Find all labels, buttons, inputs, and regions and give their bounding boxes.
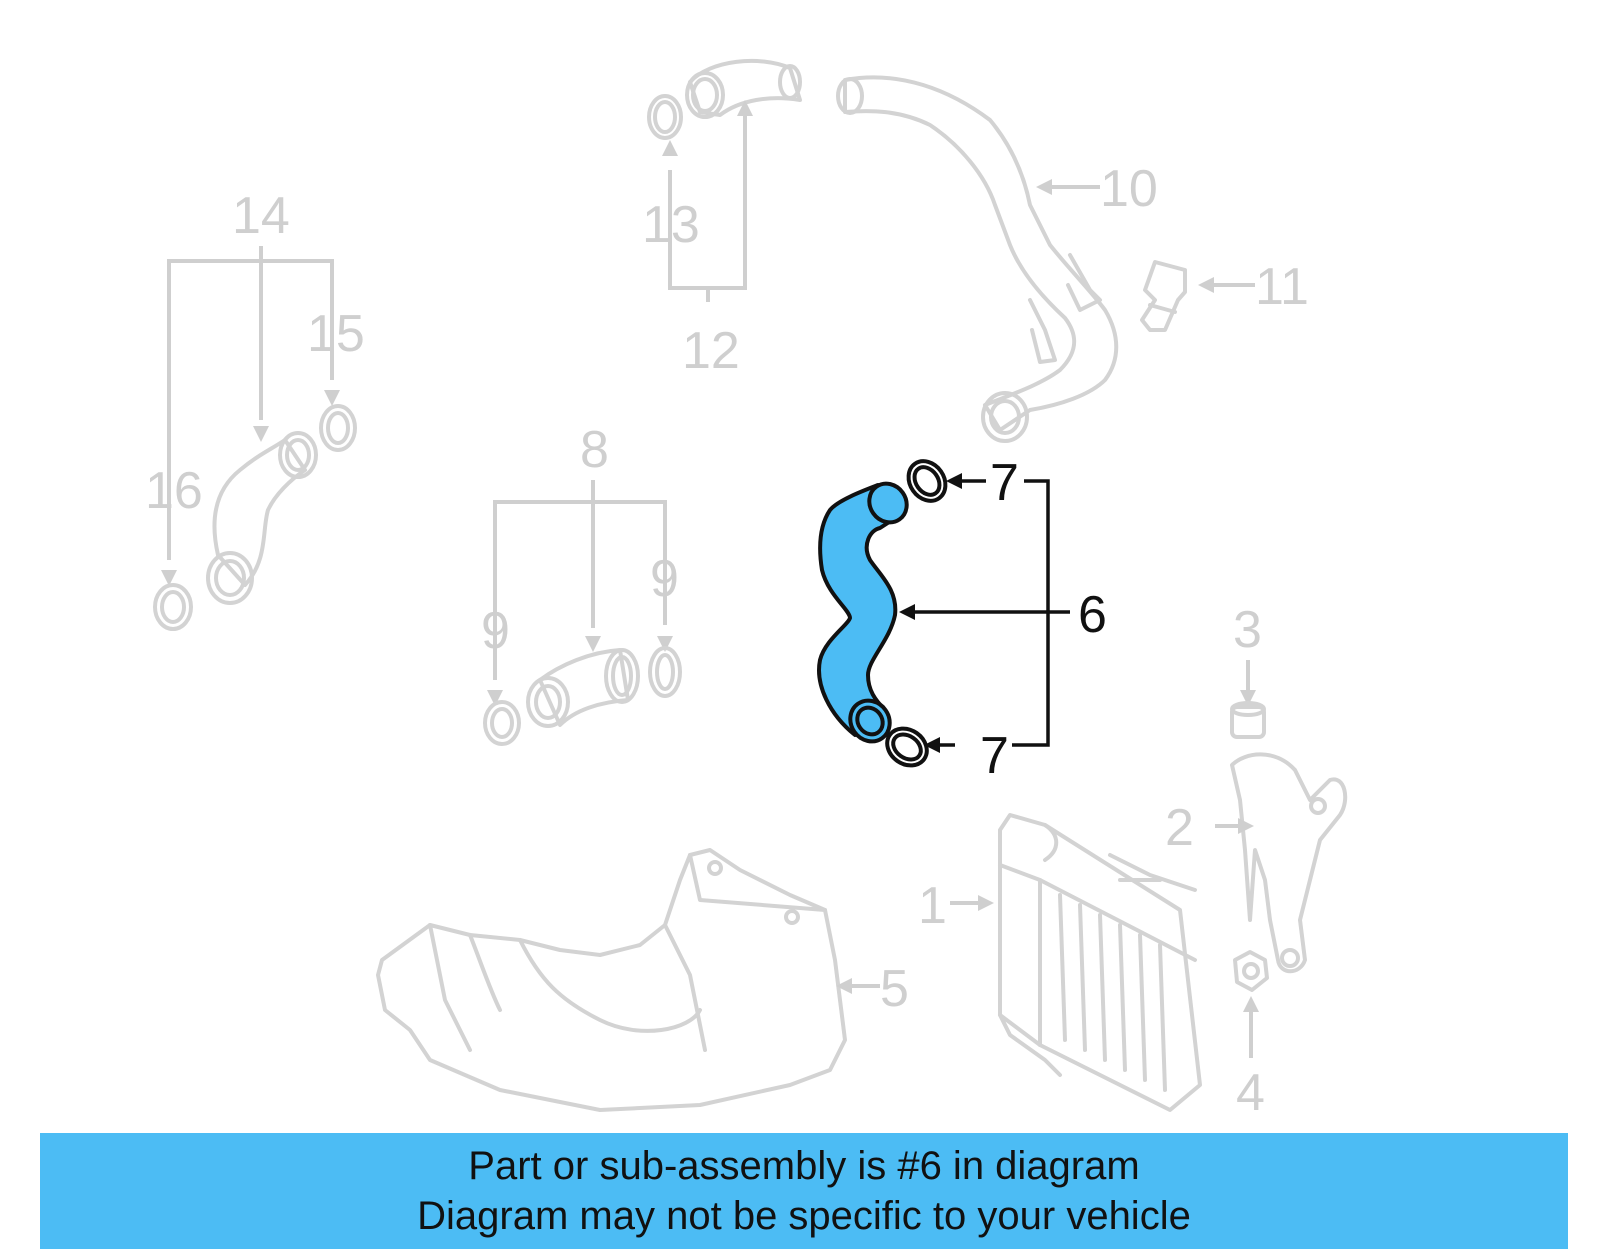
callout-5: 5 xyxy=(880,960,909,1018)
callout-9-left: 9 xyxy=(481,602,510,660)
part-11-sensor xyxy=(1140,260,1187,332)
part-14-hose xyxy=(153,404,357,631)
part-2-bracket xyxy=(1230,752,1348,974)
callout-2: 2 xyxy=(1165,799,1194,857)
part-7-seal-bottom xyxy=(885,726,929,768)
callout-1: 1 xyxy=(918,877,947,935)
part-3-bushing xyxy=(1230,701,1266,739)
part-1-intercooler xyxy=(998,813,1202,1112)
callout-12: 12 xyxy=(682,322,740,380)
banner-line-disclaimer: Diagram may not be specific to your vehi… xyxy=(417,1194,1191,1238)
part-6-highlighted-hose xyxy=(817,481,909,744)
callout-13: 13 xyxy=(642,196,700,254)
callout-4: 4 xyxy=(1236,1064,1265,1122)
banner-line-part: Part or sub-assembly is #6 in diagram xyxy=(468,1144,1140,1188)
callout-15: 15 xyxy=(307,305,365,363)
callout-3: 3 xyxy=(1233,601,1262,659)
callout-16: 16 xyxy=(145,462,203,520)
part-7-seal-top xyxy=(906,459,948,503)
callout-7-top: 7 xyxy=(990,454,1019,512)
callout-10: 10 xyxy=(1100,160,1158,218)
callout-7-bottom: 7 xyxy=(980,727,1009,785)
callout-9-right: 9 xyxy=(650,550,679,608)
part-12-hose xyxy=(647,58,802,140)
callout-14: 14 xyxy=(232,187,290,245)
callout-8: 8 xyxy=(580,421,609,479)
callout-11: 11 xyxy=(1255,258,1309,316)
part-4-nut xyxy=(1233,950,1269,992)
part-8-hose xyxy=(483,646,682,746)
part-5-air-duct xyxy=(376,848,847,1112)
part-10-intake-pipe xyxy=(836,75,1119,443)
callout-6: 6 xyxy=(1078,586,1107,644)
info-banner: Part or sub-assembly is #6 in diagram Di… xyxy=(40,1133,1568,1249)
